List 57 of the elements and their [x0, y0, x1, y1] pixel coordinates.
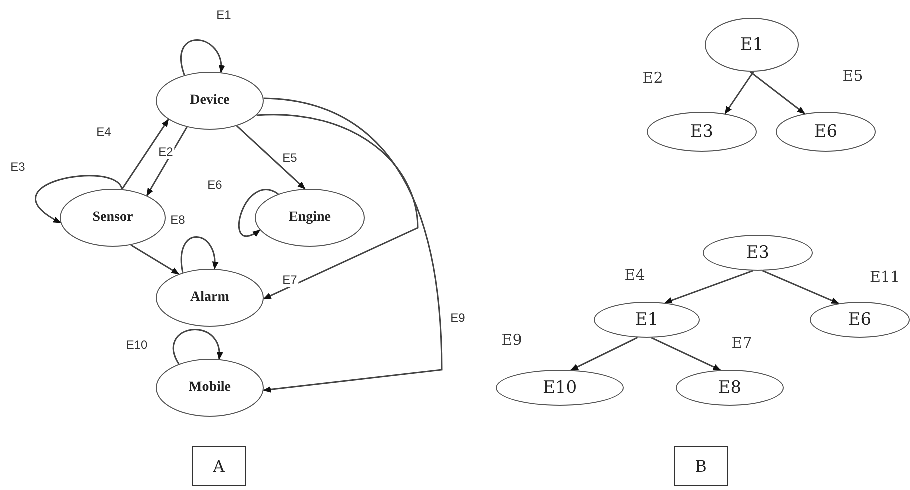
state-ellipse — [60, 189, 166, 247]
panel-label-box — [674, 446, 728, 486]
state-ellipse — [156, 359, 264, 417]
arrow — [750, 71, 806, 114]
arrow — [180, 40, 224, 76]
node-label: E6 — [848, 310, 872, 330]
arrow — [724, 72, 754, 115]
state-ellipse — [810, 302, 910, 338]
arrow — [146, 126, 188, 196]
state-ellipse — [703, 235, 813, 271]
state-ellipse — [156, 269, 264, 327]
state-ellipse — [705, 18, 799, 72]
arrow — [263, 98, 443, 393]
edge-label: E6 — [206, 178, 224, 192]
node-label: E1 — [635, 310, 659, 330]
node-label: E3 — [690, 122, 714, 142]
edge-label: E7 — [282, 273, 298, 287]
arrow — [570, 337, 638, 371]
state-ellipse — [647, 112, 757, 152]
arrow — [651, 337, 722, 371]
state-ellipse — [594, 302, 700, 338]
node-label: Alarm — [190, 290, 230, 306]
node-label: Device — [190, 93, 230, 109]
arrow — [35, 175, 123, 224]
edge-label: E10 — [125, 338, 149, 352]
node-label: Mobile — [189, 380, 231, 396]
state-ellipse — [676, 370, 784, 406]
arrow — [238, 190, 279, 237]
arrow — [122, 118, 170, 190]
edge-label: E9 — [450, 311, 466, 325]
node-label: E10 — [542, 378, 578, 398]
edge-label: E5 — [282, 151, 298, 165]
state-ellipse — [255, 189, 365, 247]
arrow — [664, 270, 754, 304]
node-label: Sensor — [92, 210, 134, 226]
edge-label: E4 — [96, 125, 112, 139]
node-label: E8 — [718, 378, 742, 398]
node-label: B — [695, 456, 707, 476]
arrow — [236, 126, 306, 190]
edge-label: E1 — [216, 8, 232, 22]
node-label: A — [213, 456, 225, 476]
node-label: E1 — [740, 35, 764, 55]
arrow — [180, 236, 218, 273]
edge-label: E8 — [170, 213, 186, 227]
arrow — [173, 329, 222, 365]
edge-label: E2 — [158, 145, 174, 159]
node-label: E6 — [814, 122, 838, 142]
state-ellipse — [496, 370, 624, 406]
arrow — [130, 244, 180, 275]
state-ellipse — [776, 112, 876, 152]
arrow — [762, 270, 840, 304]
arrow — [256, 114, 419, 300]
node-label: E3 — [746, 243, 770, 263]
edge-label: E3 — [10, 160, 26, 174]
state-ellipse — [156, 72, 264, 130]
panel-label-box — [192, 446, 246, 486]
node-label: Engine — [288, 210, 331, 226]
